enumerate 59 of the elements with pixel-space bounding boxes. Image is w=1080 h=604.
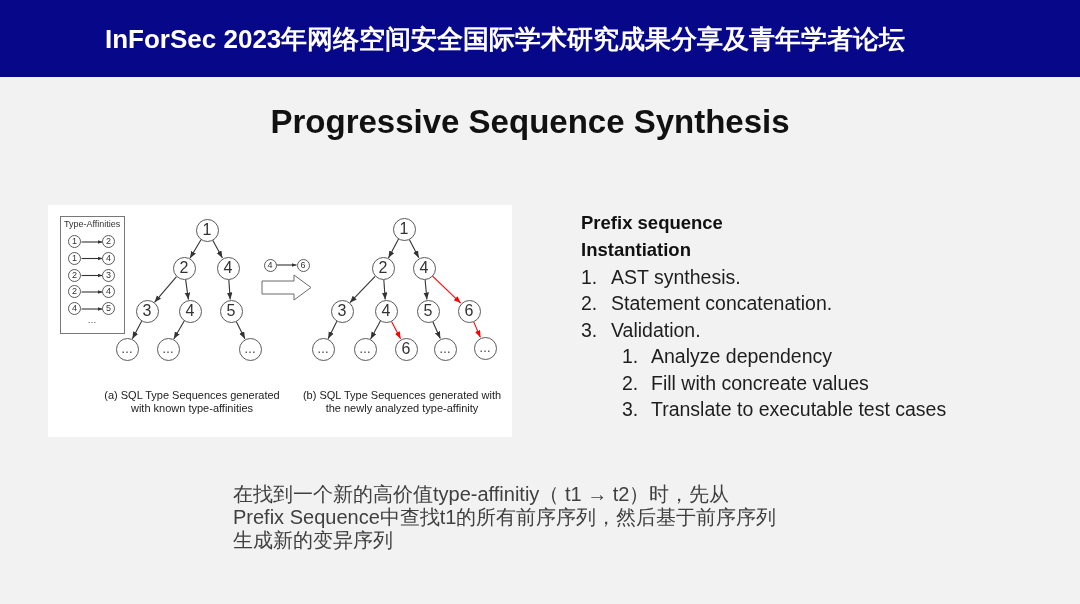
list-number: 2.: [622, 371, 639, 396]
list-number: 3.: [622, 397, 639, 422]
figure-caption: (a) SQL Type Sequences generated with known type-affinities: [103, 389, 281, 414]
arrow: [473, 321, 481, 338]
figure-caption: (b) SQL Type Sequences generated with the newly analyzed type-affinity: [301, 389, 503, 414]
arrow: [432, 320, 441, 340]
note-paragraph: 在找到一个新的高价值type-affinitiy（ t1 → t2）时，先从Prefix Sequence中查找t1的所有前序序列，然后基于前序序列生成新的变异序列: [233, 482, 778, 552]
block-arrow: [261, 274, 312, 301]
box-heading: Type-Affinities: [64, 219, 121, 230]
list-item: Fill with concreate values: [651, 371, 869, 396]
arrow: [80, 240, 104, 244]
list-item: Translate to executable test cases: [651, 397, 947, 422]
arrow: [153, 276, 178, 303]
type-node: 4: [68, 302, 81, 315]
header-band: [0, 0, 1080, 77]
arrow: [189, 239, 202, 259]
arrow: [184, 278, 191, 301]
list-number: 2.: [581, 291, 598, 316]
type-node: 3: [102, 268, 115, 282]
list-item: AST synthesis.: [611, 265, 741, 290]
arrow: [387, 238, 400, 259]
type-node: 2: [68, 285, 81, 298]
arrow: [390, 320, 402, 340]
type-node: 4: [102, 285, 115, 298]
arrow: [370, 320, 381, 340]
list-item: Analyze dependency: [651, 344, 833, 369]
arrow: [173, 320, 185, 340]
arrow: [235, 320, 246, 340]
arrow: [226, 278, 233, 301]
list-item: Statement concatenation.: [611, 291, 833, 316]
arrow: [212, 239, 223, 259]
type-node: 5: [102, 302, 115, 315]
header-title: InForSec 2023年网络空间安全国际学术研究成果分享及青年学者论坛: [105, 22, 906, 55]
ellipsis-text: …: [87, 315, 97, 326]
slide-title: Progressive Sequence Synthesis: [270, 102, 790, 142]
type-node: 2: [102, 235, 115, 248]
arrow: [431, 275, 462, 304]
arrow: [80, 290, 104, 294]
arrow: [80, 256, 104, 261]
list-number: 1.: [622, 344, 639, 369]
tree-diagram: [311, 217, 497, 361]
arrow: [423, 278, 429, 301]
arrow: [131, 320, 143, 340]
list-item: Validation.: [611, 318, 701, 343]
list-number: 1.: [581, 265, 598, 290]
list-box: [60, 216, 125, 334]
section-heading: Prefix sequence Instantiation: [581, 210, 724, 262]
arrow: [349, 275, 376, 304]
arrow: [80, 273, 104, 278]
arrow: [275, 263, 298, 267]
type-node: 2: [68, 268, 81, 282]
list-number: 3.: [581, 318, 598, 343]
arrow: [381, 278, 388, 301]
type-node: 4: [102, 251, 115, 265]
arrow: [327, 320, 338, 340]
arrow: [408, 238, 420, 259]
arrow: [80, 307, 104, 311]
type-node: 1: [68, 251, 81, 265]
type-node: 1: [68, 235, 81, 248]
